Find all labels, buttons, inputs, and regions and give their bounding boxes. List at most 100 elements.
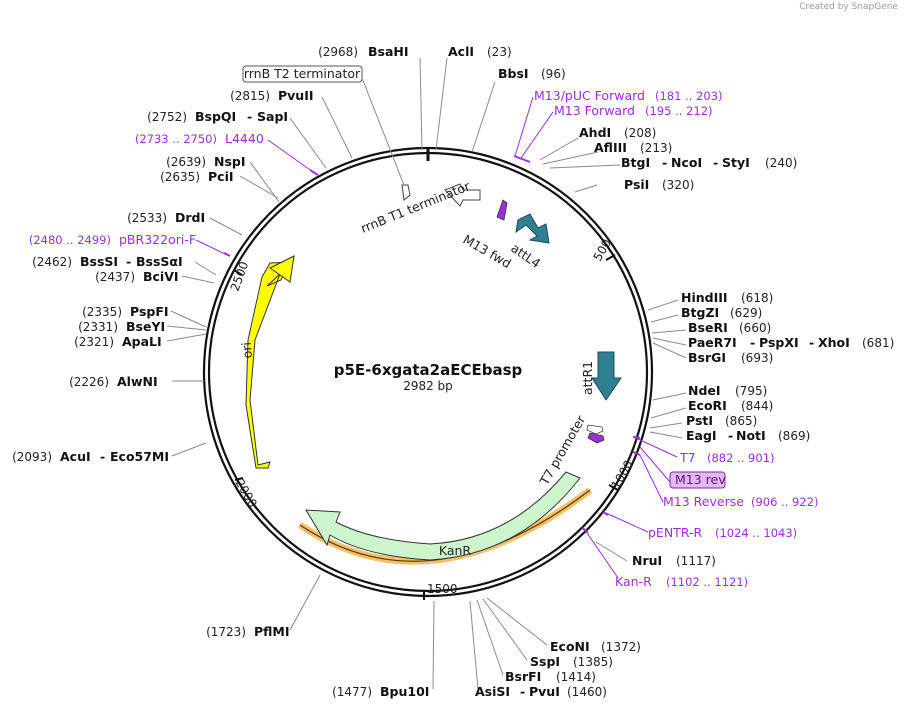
svg-text:(882 .. 901): (882 .. 901) (707, 451, 775, 465)
svg-text:(1385): (1385) (573, 655, 613, 669)
enzyme-BtgZI: BtgZI (629) (681, 305, 762, 320)
svg-text:(2226): (2226) (69, 375, 109, 389)
svg-text:M13 Reverse: M13 Reverse (663, 494, 744, 509)
enzyme-BssSI-BssSaI: (2462) BssSI - BssSαI (32, 254, 183, 269)
primer-L4440: (2733 .. 2750) L4440 (135, 131, 264, 146)
svg-text:(1117): (1117) (676, 554, 716, 568)
m13fwd-feature (496, 199, 508, 221)
svg-text:ApaLI: ApaLI (122, 334, 162, 349)
svg-text:SspI: SspI (530, 654, 560, 669)
svg-text:(320): (320) (662, 178, 694, 192)
svg-text:BsrFI: BsrFI (505, 669, 541, 684)
svg-text:NdeI: NdeI (688, 383, 721, 398)
enzyme-AsiSI-PvuI: AsiSI - PvuI (1460) (475, 684, 607, 699)
enzyme-NruI: NruI (1117) (632, 553, 716, 568)
svg-text:PspFI: PspFI (130, 304, 169, 319)
svg-text:(181 .. 203): (181 .. 203) (655, 89, 723, 103)
svg-text:BtgZI: BtgZI (681, 305, 719, 320)
svg-text:-: - (728, 428, 733, 443)
svg-text:(2437): (2437) (95, 270, 135, 284)
enzyme-BsaHI: (2968) BsaHI (318, 44, 408, 59)
enzyme-EcoRI: EcoRI (844) (688, 398, 773, 413)
svg-text:XhoI: XhoI (818, 335, 850, 350)
svg-text:BseRI: BseRI (688, 320, 728, 335)
svg-text:-: - (750, 335, 755, 350)
primer-leaders (195, 96, 678, 579)
svg-text:(240): (240) (765, 156, 797, 170)
attR1-label: attR1 (580, 361, 595, 395)
svg-text:-: - (126, 254, 131, 269)
svg-text:M13 rev: M13 rev (675, 472, 726, 487)
svg-text:BsaHI: BsaHI (368, 44, 409, 59)
rrnB-T2-box: rrnB T2 terminator (242, 65, 405, 186)
svg-text:(208): (208) (624, 126, 656, 140)
enzyme-PciI: (2635) PciI (160, 169, 233, 184)
svg-text:(1372): (1372) (601, 640, 641, 654)
enzyme-DrdI: (2533) DrdI (127, 210, 205, 225)
svg-text:(906 .. 922): (906 .. 922) (751, 495, 819, 509)
svg-text:SapI: SapI (257, 109, 288, 124)
svg-text:(2968): (2968) (318, 45, 358, 59)
enzyme-BciVI: (2437) BciVI (95, 269, 178, 284)
svg-text:(2639): (2639) (166, 155, 206, 169)
enzyme-EcoNI: EcoNI (1372) (550, 639, 641, 654)
svg-text:AsiSI: AsiSI (475, 684, 510, 699)
enzyme-labels: (2968) BsaHI AclI (23) BbsI (96) AhdI (2… (12, 44, 894, 699)
enzyme-BseYI: (2331) BseYI (78, 319, 165, 334)
svg-text:rrnB T2 terminator: rrnB T2 terminator (244, 66, 361, 81)
svg-text:BspQI: BspQI (195, 109, 236, 124)
svg-text:(2815): (2815) (230, 89, 270, 103)
svg-text:(2321): (2321) (74, 335, 114, 349)
svg-text:AhdI: AhdI (579, 125, 611, 140)
svg-text:AcuI: AcuI (60, 449, 91, 464)
svg-text:Bpu10I: Bpu10I (380, 684, 429, 699)
snapgene-credit: Created by SnapGene (799, 2, 898, 12)
enzyme-NdeI: NdeI (795) (688, 383, 767, 398)
svg-text:PflMI: PflMI (254, 624, 290, 639)
svg-text:AlwNI: AlwNI (117, 374, 158, 389)
svg-text:BbsI: BbsI (498, 66, 529, 81)
svg-text:(2335): (2335) (82, 305, 122, 319)
svg-text:(1460): (1460) (567, 685, 607, 699)
kanr-label: KanR (439, 543, 472, 558)
primer-Kan-R: Kan-R (1102 .. 1121) (615, 574, 748, 589)
primer-pBR322ori-F: (2480 .. 2499) pBR322ori-F (29, 232, 196, 247)
tick-2000: 2000 (232, 477, 259, 510)
svg-text:-: - (247, 109, 252, 124)
enzyme-NspI: (2639) NspI (166, 154, 245, 169)
svg-text:BssSI: BssSI (80, 254, 118, 269)
svg-text:-: - (520, 684, 525, 699)
backbone (202, 146, 654, 598)
svg-text:L4440: L4440 (225, 131, 264, 146)
svg-text:(2093): (2093) (12, 450, 52, 464)
tick-1500: 1500 (427, 582, 458, 596)
rrnB-T1-feature (444, 183, 481, 207)
enzyme-BseRI: BseRI (660) (688, 320, 771, 335)
primer-M13-Reverse: M13 Reverse (906 .. 922) (663, 494, 819, 509)
svg-text:(1102 .. 1121): (1102 .. 1121) (666, 575, 748, 589)
svg-text:PvuII: PvuII (278, 88, 314, 103)
svg-text:(693): (693) (741, 351, 773, 365)
enzyme-PvuII: (2815) PvuII (230, 88, 313, 103)
svg-text:(23): (23) (487, 45, 512, 59)
svg-text:AclI: AclI (448, 44, 474, 59)
svg-text:(1477): (1477) (332, 685, 372, 699)
enzyme-Bpu10I: (1477) Bpu10I (332, 684, 429, 699)
svg-text:-: - (100, 449, 105, 464)
svg-text:Kan-R: Kan-R (615, 574, 652, 589)
svg-text:(844): (844) (741, 399, 773, 413)
primer-T7: T7 (882 .. 901) (679, 450, 775, 465)
svg-text:PsiI: PsiI (624, 177, 649, 192)
svg-text:(1723): (1723) (206, 625, 246, 639)
enzyme-BsrGI: BsrGI (693) (688, 350, 773, 365)
primer-M13pUC-Forward: M13/pUC Forward (181 .. 203) (534, 88, 723, 103)
svg-text:StyI: StyI (722, 155, 750, 170)
svg-text:PciI: PciI (208, 169, 234, 184)
enzyme-AlwNI: (2226) AlwNI (69, 374, 158, 389)
svg-text:(2480 .. 2499): (2480 .. 2499) (29, 233, 111, 247)
enzyme-PflMI: (1723) PflMI (206, 624, 289, 639)
ori-feature (245, 257, 293, 469)
enzyme-BspQI-SapI: (2752) BspQI - SapI (147, 109, 288, 124)
svg-text:BssSαI: BssSαI (136, 254, 183, 269)
primer-labels: M13/pUC Forward (181 .. 203) M13 Forward… (29, 88, 819, 589)
